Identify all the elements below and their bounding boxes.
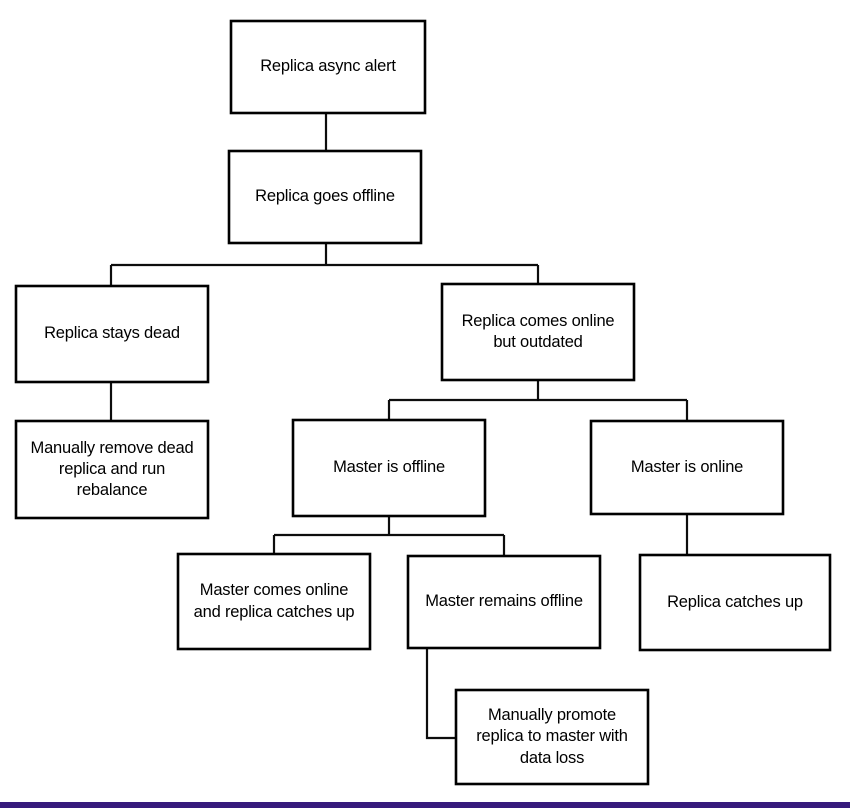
connector-layer [109, 113, 689, 740]
node-box-replica-stays-dead[interactable] [14, 284, 210, 384]
node-box-manually-remove-dead-replica[interactable] [14, 419, 210, 520]
node-layer [14, 19, 832, 786]
node-box-master-is-online[interactable] [589, 419, 785, 516]
node-box-replica-goes-offline[interactable] [227, 149, 423, 245]
node-box-replica-catches-up[interactable] [638, 553, 832, 652]
node-box-master-comes-online-and-replica-catches-up[interactable] [176, 552, 372, 651]
connector-master-remains-offline-to-manually-promote [425, 648, 456, 740]
accent-bar [0, 802, 850, 808]
node-box-replica-async-alert[interactable] [229, 19, 427, 115]
node-box-manually-promote-replica-to-master[interactable] [454, 688, 650, 786]
node-box-master-remains-offline[interactable] [406, 554, 602, 650]
node-box-master-is-offline[interactable] [291, 418, 487, 518]
node-box-replica-comes-online-but-outdated[interactable] [440, 282, 636, 382]
